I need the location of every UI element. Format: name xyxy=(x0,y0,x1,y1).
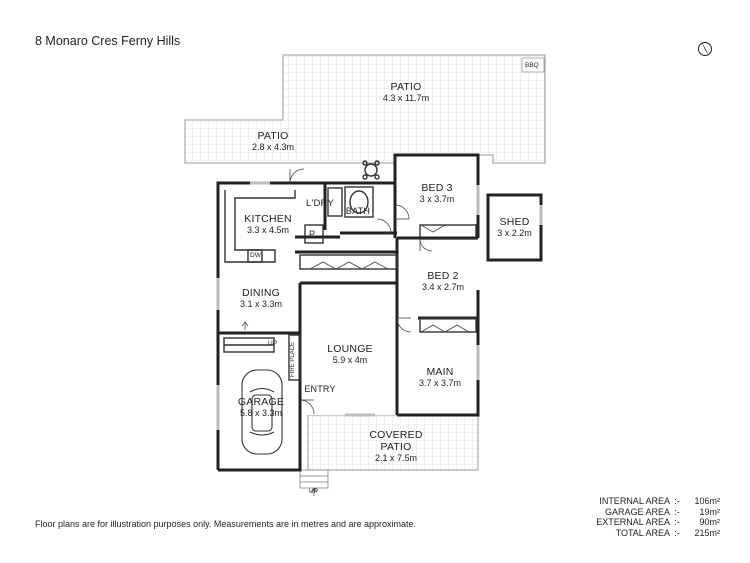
area-row-garage: GARAGE AREA:-19m² xyxy=(604,506,720,517)
dishwasher xyxy=(247,249,263,263)
bath-label: BATH xyxy=(345,206,371,216)
entry-label: ENTRY xyxy=(304,384,336,394)
dishwasher-label: DW xyxy=(250,252,261,259)
fireplace-label: FIRE PLACE xyxy=(290,341,296,377)
area-row-total: TOTAL AREA:-215m² xyxy=(615,527,720,538)
area-row-external: EXTERNAL AREA:-90m² xyxy=(596,517,720,527)
fireplace xyxy=(288,334,301,381)
area-summary: INTERNAL AREA:-106m² GARAGE AREA:-19m² E… xyxy=(560,496,720,538)
covered-patio-area xyxy=(307,414,479,471)
pantry xyxy=(304,224,324,244)
area-row-internal: INTERNAL AREA:-106m² xyxy=(599,496,720,506)
pantry-label: P xyxy=(309,229,316,239)
north-arrow-icon xyxy=(698,40,712,56)
stairs-up-label: UP xyxy=(268,340,278,347)
bbq-label: BBQ xyxy=(525,62,539,69)
front-up-label: UP xyxy=(309,488,319,495)
front-steps xyxy=(299,469,329,489)
property-address: 8 Monaro Cres Ferny Hills xyxy=(35,34,181,48)
bbq-box xyxy=(521,57,545,73)
disclaimer: Floor plans are for illustration purpose… xyxy=(35,519,417,529)
shed-outline xyxy=(486,193,543,262)
laundry-label: L'DRY xyxy=(306,198,334,209)
car-icon xyxy=(241,369,283,455)
